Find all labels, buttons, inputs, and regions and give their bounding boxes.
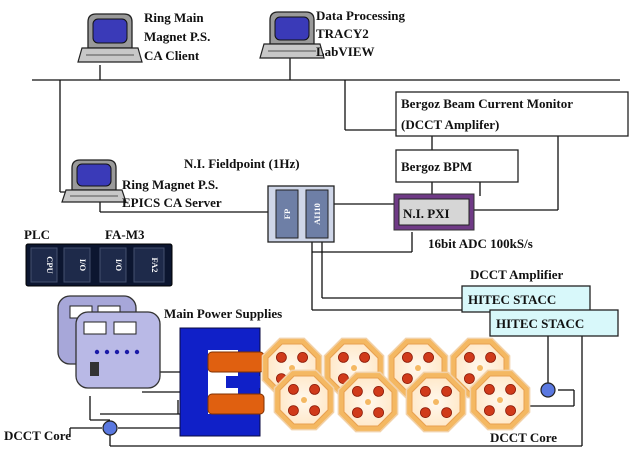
data-processing-computer-icon	[259, 11, 325, 59]
dcct-core-left-label: DCCT Core	[4, 428, 71, 443]
dcct-core-right-icon	[540, 382, 556, 398]
ring-main-client-computer-icon	[77, 13, 143, 63]
ni-pxi-label: N.I. PXI	[403, 206, 450, 221]
ring-main-client-label-line1: Ring Main	[144, 10, 204, 25]
plc-rack: CPU I/O I/O FA2	[25, 243, 173, 287]
network-wires	[32, 58, 620, 447]
hitec-stacc-label-2: HITEC STACC	[496, 316, 584, 331]
data-processing-label-line2: TRACY2	[316, 26, 369, 41]
main-power-supplies-label: Main Power Supplies	[164, 306, 282, 321]
dcct-core-left-icon	[102, 420, 118, 436]
data-processing-label-line1: Data Processing	[316, 8, 405, 23]
ring-main-client-label-line3: CA Client	[144, 48, 200, 63]
plc-module-io-2: I/O	[114, 259, 124, 272]
bergoz-bpm-label: Bergoz BPM	[401, 159, 472, 174]
fieldpoint-module-ai110: AI110	[312, 203, 322, 225]
fa-m3-label: FA-M3	[105, 227, 145, 242]
data-processing-label-line3: LabVIEW	[316, 44, 375, 59]
epics-server-computer-icon	[61, 159, 127, 203]
dipole-magnet	[179, 327, 265, 437]
ni-fieldpoint-module: FP AI110	[267, 185, 335, 243]
plc-module-cpu: CPU	[45, 256, 55, 273]
bergoz-bcm-label-line1: Bergoz Beam Current Monitor	[401, 96, 573, 111]
hitec-stacc-box-2	[489, 309, 619, 337]
ring-magnet-octagon	[469, 369, 531, 431]
ni-fieldpoint-label: N.I. Fieldpoint (1Hz)	[184, 156, 300, 171]
ring-main-client-label-line2: Magnet P.S.	[144, 29, 210, 44]
dcct-amplifier-label: DCCT Amplifier	[470, 267, 564, 282]
plc-module-fa2: FA2	[150, 258, 160, 273]
ring-magnet-octagon	[405, 371, 467, 433]
hitec-stacc-label-1: HITEC STACC	[468, 292, 556, 307]
epics-server-label-line2: EPICS CA Server	[122, 195, 222, 210]
adc-label: 16bit ADC 100kS/s	[428, 236, 533, 251]
ring-magnet-octagon	[337, 371, 399, 433]
plc-label: PLC	[24, 227, 50, 242]
ring-magnet-octagon	[273, 369, 335, 431]
ring-magnet-octagon	[323, 337, 385, 399]
hitec-stacc-box-1	[461, 285, 591, 313]
bergoz-bpm-box	[395, 149, 519, 183]
bergoz-bcm-label-line2: (DCCT Amplifer)	[401, 117, 499, 132]
epics-server-label-line1: Ring Magnet P.S.	[122, 177, 218, 192]
ring-magnet-array	[261, 337, 531, 433]
main-power-supply-front-unit	[75, 311, 161, 389]
plc-module-io-1: I/O	[78, 259, 88, 272]
fieldpoint-module-fp: FP	[282, 209, 292, 219]
bergoz-bcm-box	[395, 91, 629, 137]
dcct-core-right-label: DCCT Core	[490, 430, 557, 445]
ni-pxi-box	[393, 193, 475, 231]
